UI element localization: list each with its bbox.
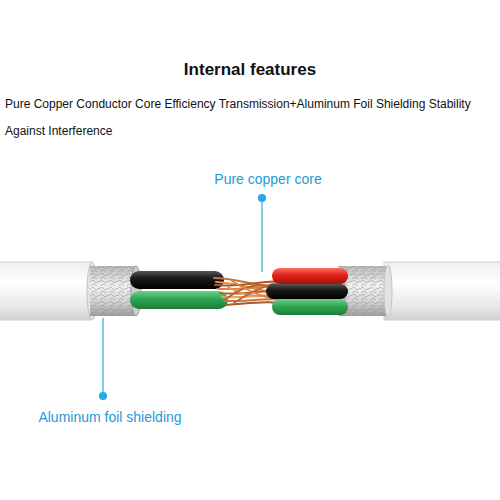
leader-line [261, 198, 262, 272]
leader-line [102, 318, 103, 396]
callout-label: Aluminum foil shielding [38, 409, 181, 425]
green-wire [272, 299, 348, 315]
right-cable [266, 262, 500, 320]
foil-texture [90, 266, 136, 316]
black-wire [266, 284, 348, 299]
intro-text: Pure Copper Conductor Core Efficiency Tr… [5, 91, 497, 145]
foil-shield [90, 266, 136, 316]
left-cable [0, 262, 228, 320]
page-title: Internal features [100, 60, 400, 80]
cable-jacket [0, 262, 92, 320]
black-wire [130, 271, 224, 289]
leader-lines [100, 195, 266, 400]
green-wire [130, 291, 228, 309]
callout-label: Pure copper core [214, 171, 321, 187]
red-wire [272, 268, 348, 284]
jacket-end [384, 265, 392, 317]
cable-jacket [384, 262, 500, 320]
